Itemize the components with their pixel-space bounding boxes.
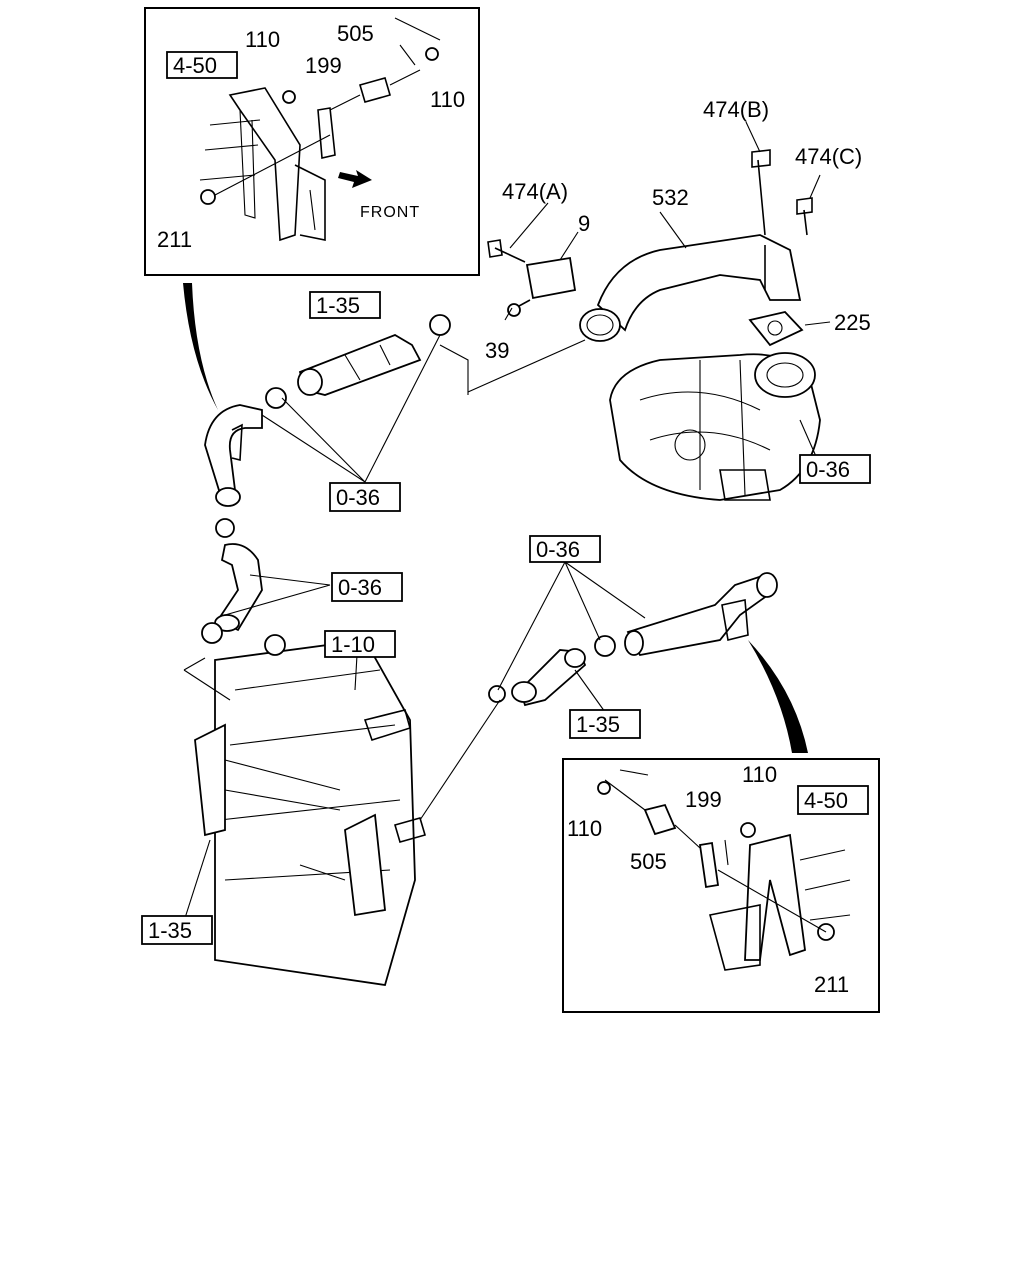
label-474b: 474(B) [703,97,769,122]
label-110: 110 [430,87,465,112]
hose-left-lower [201,518,263,644]
bolt-474a [487,239,526,263]
ref-1-35: 1-35 [316,293,360,318]
bolt-474b [751,149,771,236]
label-225: 225 [834,310,871,335]
label-110: 110 [567,816,602,841]
label-474c: 474(C) [795,144,862,169]
part-labels: 110 505 199 110 211 474(B) 474(C) 474(A)… [157,21,871,997]
ref-0-36: 0-36 [536,537,580,562]
label-505: 505 [337,21,374,46]
reference-boxes: 4-50 1-35 0-36 0-36 0-36 0-36 1-10 1-35 … [141,51,871,945]
label-110: 110 [742,762,777,787]
bolt-474c [796,197,813,236]
outlet-pipe-532 [579,234,804,347]
label-211: 211 [814,972,849,997]
label-9: 9 [578,211,590,236]
pipe-left-upper [204,404,263,507]
front-arrow-icon [338,170,372,188]
label-39: 39 [485,338,509,363]
inset-top-left: FRONT [144,7,480,276]
upper-hose-1-35 [265,314,451,409]
turbocharger [609,352,821,501]
label-199: 199 [305,53,342,78]
ref-1-35: 1-35 [148,918,192,943]
bracket-9 [525,256,577,300]
label-211: 211 [157,227,192,252]
inset-pointer-bottom [748,640,808,753]
inset-bottom-right [562,758,880,1013]
ref-1-10: 1-10 [331,632,375,657]
ref-0-36: 0-36 [336,485,380,510]
intercooler-radiator [194,634,426,987]
label-199: 199 [685,787,722,812]
inset-pointer-top [183,283,218,410]
ref-4-50: 4-50 [804,788,848,813]
ref-1-35: 1-35 [576,712,620,737]
ref-0-36: 0-36 [338,575,382,600]
label-505: 505 [630,849,667,874]
label-110: 110 [245,27,280,52]
ref-0-36: 0-36 [806,457,850,482]
ref-4-50: 4-50 [173,53,217,78]
label-474a: 474(A) [502,179,568,204]
label-532: 532 [652,185,689,210]
hose-right-lower-1-35 [488,635,616,707]
front-label: FRONT [360,204,420,221]
leader-lines [183,121,831,919]
pipe-right-lower [624,572,778,657]
